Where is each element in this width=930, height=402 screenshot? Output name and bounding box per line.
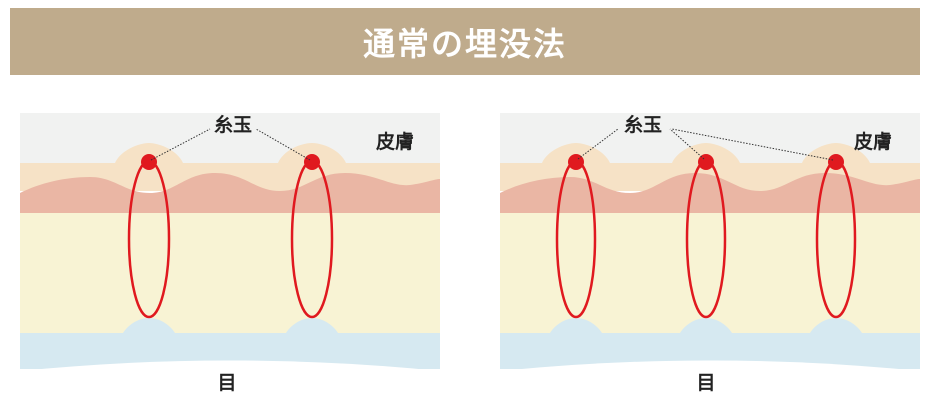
knot-leader-line-1 [577,128,619,160]
conjunctiva-layer [500,318,920,369]
knot-leader-line-2 [255,128,311,161]
thread-knot-3 [828,154,844,170]
thread-knot-1 [141,154,157,170]
knot-label: 糸玉 [214,113,252,136]
knot-leader-line-1 [150,128,211,161]
tissue-layer [20,213,440,333]
knot-label: 糸玉 [624,113,662,136]
eye-label: 目 [217,372,236,394]
diagram-three-point-svg: 糸玉 皮膚 目 [500,113,920,401]
page-title: 通常の埋没法 [362,24,567,63]
conjunctiva-layer [20,318,440,369]
skin-label: 皮膚 [376,130,414,153]
title-banner: 通常の埋没法 [10,8,920,75]
diagram-two-point: 糸玉 皮膚 目 [20,113,440,401]
thread-knot-2 [698,154,714,170]
thread-knot-1 [568,154,584,170]
dermis-layer [20,173,440,213]
eye-surface [20,360,440,401]
diagram-three-point: 糸玉 皮膚 目 [500,113,920,401]
dermis-layer [500,173,920,213]
skin-label: 皮膚 [854,130,892,153]
knot-leader-line-3 [671,128,834,161]
diagram-two-point-svg: 糸玉 皮膚 目 [20,113,440,401]
eye-surface [500,360,920,401]
thread-knot-2 [304,154,320,170]
skin-surface-layer [20,113,440,163]
eye-label: 目 [696,372,715,394]
